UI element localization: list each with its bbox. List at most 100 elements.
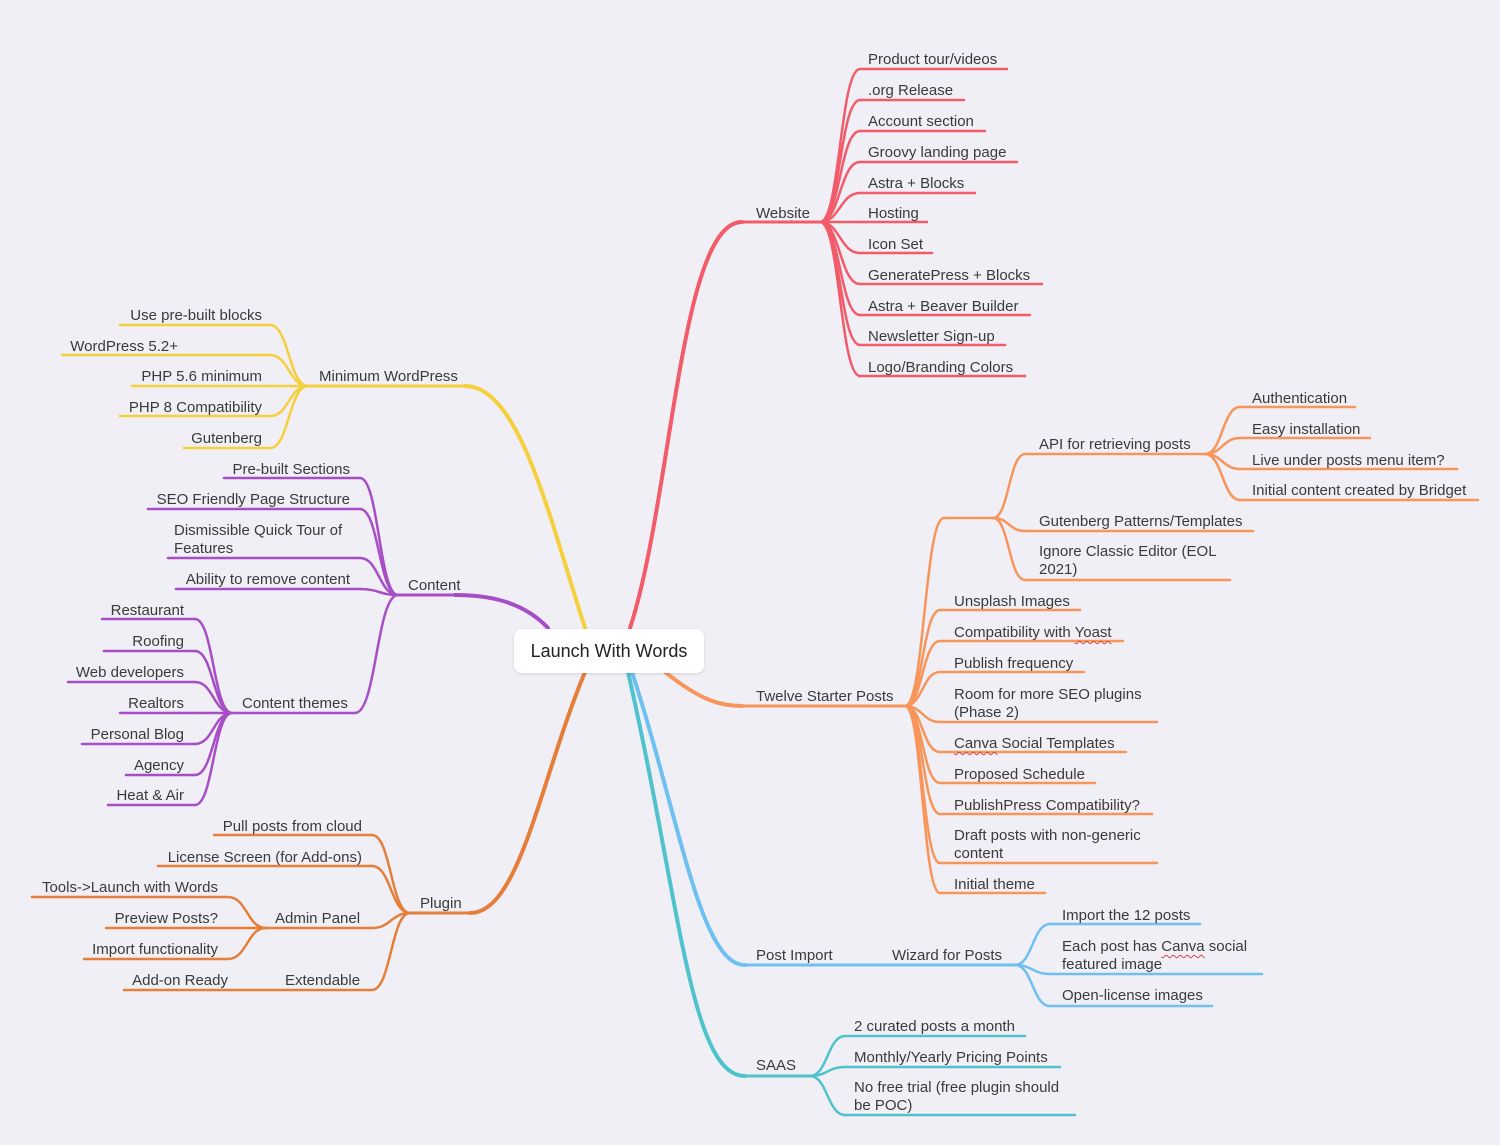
content-theme-item[interactable]: Restaurant [110, 602, 184, 619]
posts-item[interactable]: Initial theme [954, 876, 1035, 893]
content-theme-item[interactable]: Web developers [75, 664, 184, 681]
posts-item[interactable]: PublishPress Compatibility? [954, 797, 1140, 814]
connector-line [991, 452, 1027, 520]
connector-line [1203, 452, 1242, 502]
extendable[interactable]: Extendable [285, 972, 361, 989]
post-import-item[interactable]: Each post has Canva social featured imag… [1062, 938, 1262, 974]
content-item[interactable]: Ability to remove content [185, 571, 350, 588]
content-item[interactable]: SEO Friendly Page Structure [156, 491, 350, 508]
website-item[interactable]: Astra + Beaver Builder [868, 298, 1019, 315]
extendable-item[interactable]: Add-on Ready [132, 972, 228, 989]
api-item[interactable]: Authentication [1252, 390, 1348, 407]
posts-item[interactable]: Room for more SEO plugins (Phase 2) [954, 686, 1142, 721]
content-theme-item[interactable]: Roofing [132, 633, 184, 650]
branch-content[interactable]: Content [408, 577, 461, 594]
branch-post-import[interactable]: Post Import [756, 947, 833, 964]
posts-item[interactable]: Proposed Schedule [954, 766, 1085, 783]
content-item[interactable]: Dismissible Quick Tour of Features [174, 522, 343, 557]
branch-minimum-wordpress[interactable]: Minimum WordPress [319, 368, 458, 385]
api-node[interactable]: API for retrieving posts [1039, 436, 1191, 453]
connector-line [818, 67, 862, 224]
connector-line [808, 1034, 847, 1078]
wordpress-item[interactable]: PHP 5.6 minimum [141, 368, 262, 385]
saas-item[interactable]: Monthly/Yearly Pricing Points [854, 1049, 1048, 1066]
connector-line [808, 1065, 847, 1078]
posts-item-text: Canva [954, 735, 998, 752]
connector-line [358, 587, 400, 597]
content-theme-item[interactable]: Realtors [128, 695, 184, 712]
content-themes[interactable]: Content themes [242, 695, 348, 712]
posts-item[interactable]: Publish frequency [954, 655, 1074, 672]
website-item[interactable]: GeneratePress + Blocks [868, 267, 1031, 284]
post-import-item-text: social featured image [1062, 938, 1248, 973]
connector-line [468, 670, 587, 915]
branch-plugin[interactable]: Plugin [420, 895, 462, 912]
wizard-for-posts[interactable]: Wizard for Posts [892, 947, 1003, 964]
website-item[interactable]: Product tour/videos [868, 51, 998, 68]
post-import-item-text: Canva [1161, 938, 1205, 955]
saas-item[interactable]: 2 curated posts a month [854, 1018, 1015, 1035]
central-topic[interactable]: Launch With Words [514, 629, 704, 673]
posts-item[interactable]: Compatibility with Yoast [954, 624, 1112, 642]
gutenberg-patterns[interactable]: Gutenberg Patterns/Templates [1039, 513, 1243, 530]
connector-line [808, 1074, 847, 1117]
content-theme-item[interactable]: Heat & Air [116, 787, 184, 804]
branch-twelve-starter-posts[interactable]: Twelve Starter Posts [756, 688, 894, 705]
website-item[interactable]: Newsletter Sign-up [868, 328, 995, 345]
wordpress-item[interactable]: Use pre-built blocks [130, 307, 262, 324]
plugin-item[interactable]: Pull posts from cloud [222, 818, 362, 835]
plugin-item[interactable]: License Screen (for Add-ons) [167, 849, 362, 866]
website-item[interactable]: Icon Set [868, 236, 924, 253]
ignore-classic-editor[interactable]: Ignore Classic Editor (EOL 2021) [1039, 543, 1217, 578]
branch-saas[interactable]: SAAS [756, 1057, 797, 1074]
posts-item[interactable]: Draft posts with non-generic content [954, 827, 1141, 862]
admin-panel-item[interactable]: Import functionality [92, 941, 218, 958]
posts-item-text: Yoast [1074, 624, 1112, 641]
connector-line [268, 384, 310, 418]
wordpress-item[interactable]: Gutenberg [191, 430, 262, 447]
connector-line [903, 670, 942, 708]
posts-item[interactable]: Canva Social Templates [954, 735, 1115, 753]
website-item[interactable]: Hosting [868, 205, 919, 222]
post-import-item[interactable]: Open-license images [1062, 987, 1203, 1004]
branch-website[interactable]: Website [756, 205, 810, 222]
post-import-item[interactable]: Import the 12 posts [1062, 907, 1191, 924]
connector-line [903, 516, 946, 708]
connector-line [991, 516, 1027, 582]
website-item[interactable]: .org Release [868, 82, 954, 99]
api-item[interactable]: Live under posts menu item? [1252, 452, 1445, 469]
posts-item[interactable]: Unsplash Images [954, 593, 1070, 610]
wordpress-item[interactable]: PHP 8 Compatibility [128, 399, 262, 416]
saas-item[interactable]: No free trial (free plugin should be POC… [854, 1079, 1060, 1114]
admin-panel[interactable]: Admin Panel [275, 910, 361, 927]
website-item[interactable]: Account section [868, 113, 974, 130]
connector-line [1013, 922, 1052, 967]
connector-line [1013, 963, 1052, 1008]
posts-item-text: Social Templates [997, 735, 1115, 752]
content-theme-item[interactable]: Personal Blog [90, 726, 184, 743]
connector-line [358, 507, 400, 597]
connector-line [628, 220, 744, 630]
website-item[interactable]: Astra + Blocks [868, 175, 965, 192]
admin-panel-item[interactable]: Tools->Launch with Words [41, 879, 218, 896]
content-theme-item[interactable]: Agency [133, 757, 184, 774]
website-item[interactable]: Logo/Branding Colors [868, 359, 1014, 376]
connector-line [818, 98, 862, 224]
connector-line [630, 670, 747, 967]
admin-panel-item[interactable]: Preview Posts? [114, 910, 218, 927]
wordpress-item[interactable]: WordPress 5.2+ [70, 338, 178, 355]
connector-line [903, 704, 942, 785]
connector-line [370, 864, 412, 915]
website-item[interactable]: Groovy landing page [868, 144, 1007, 161]
connector-line [626, 670, 747, 1078]
connector-line [353, 593, 400, 715]
connector-line [268, 384, 310, 450]
connector-line [226, 926, 268, 961]
api-item[interactable]: Initial content created by Bridget [1252, 482, 1467, 499]
connector-line [226, 895, 268, 930]
api-item[interactable]: Easy installation [1252, 421, 1361, 438]
content-item[interactable]: Pre-built Sections [232, 461, 350, 478]
connector-line [818, 220, 862, 378]
